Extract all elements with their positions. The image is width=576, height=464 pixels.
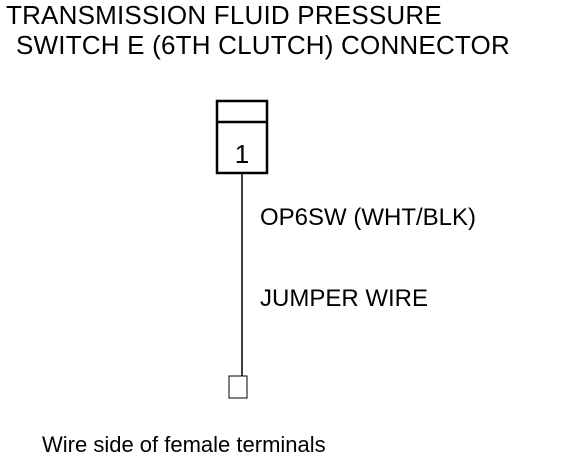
wire-end-terminal	[228, 375, 248, 399]
view-caption: Wire side of female terminals	[42, 432, 326, 457]
diagram-title-line-1: TRANSMISSION FLUID PRESSURE	[6, 0, 442, 30]
wire-name-label: OP6SW (WHT/BLK)	[260, 204, 477, 231]
diagram-title-line-2: SWITCH E (6TH CLUTCH) CONNECTOR	[16, 30, 510, 60]
jumper-wire-label: JUMPER WIRE	[260, 285, 428, 312]
pin-1-label: 1	[234, 139, 250, 169]
